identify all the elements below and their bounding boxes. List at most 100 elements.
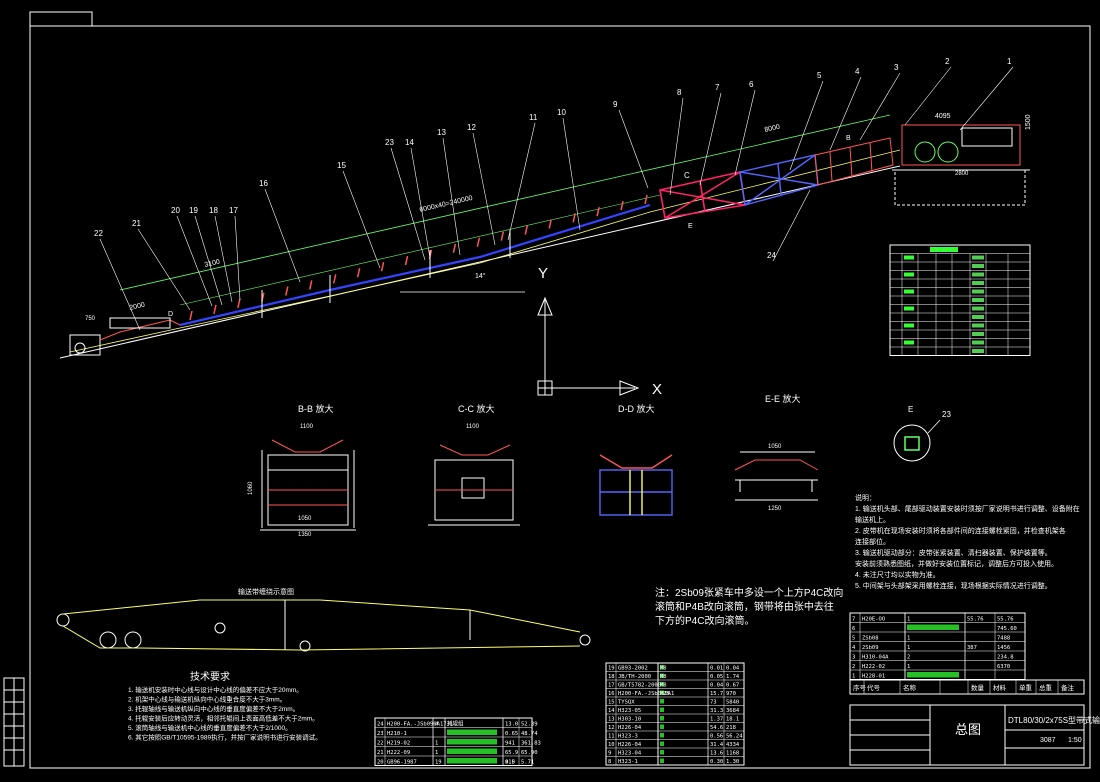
dim-angle: 14° [475, 272, 486, 280]
center-note: 注：2Sb09张紧车中多设一个上方P4C改向 滚筒和P4B改向滚筒，钢带将由张中… [655, 586, 843, 627]
table-cell: 22 [377, 741, 384, 747]
table-cell: H222-02 [862, 664, 885, 670]
callout-leader [507, 122, 536, 241]
dim-tail-len2: 2000 [129, 302, 146, 312]
section-mark-b: B [846, 135, 851, 142]
idler-mark [644, 194, 648, 205]
table-cell: 18 [608, 674, 615, 680]
table-cell: 6370 [997, 664, 1010, 670]
callout-label: 1 [1007, 57, 1012, 66]
truss-red-head [814, 137, 894, 186]
idler-mark [524, 225, 528, 235]
table-cell: 0.04 [710, 683, 724, 689]
table-cell: 14 [608, 708, 615, 714]
table-cell: 361.83 [521, 741, 541, 747]
callout-leader [562, 117, 581, 231]
callout-label: 8 [677, 88, 682, 97]
table-cell: 5.71 [521, 760, 534, 766]
center-note-line-2: 滚筒和P4B改向滚筒，钢带将由张中去往 [655, 600, 834, 613]
callout-label: 5 [817, 71, 822, 80]
dim-incline: 8000 [764, 124, 781, 134]
table-cell: 10 [608, 742, 615, 748]
callout-label: 9 [613, 100, 618, 109]
right-note-line: 1. 输送机头部、尾部驱动装置安装时须按厂家说明书进行调整、设备附在 [855, 504, 1080, 513]
idler-mark [596, 207, 600, 217]
incline-dimension-line-2 [179, 194, 661, 306]
table-cell: H226-04 [618, 742, 642, 748]
idler-mark [452, 243, 457, 254]
table-cell: H303-10 [618, 717, 641, 723]
technical-requirements: 技术要求 1. 输送机安装时中心线与设计中心线的偏差不应大于20mm。2. 机架… [128, 670, 322, 742]
view-bb-h: 1060 [248, 481, 254, 495]
idler-mark [548, 219, 552, 229]
callout-leader [214, 215, 233, 303]
table-cell: 1 [435, 741, 438, 747]
callout-leader [390, 147, 426, 261]
right-notes: 说明：1. 输送机头部、尾部驱动装置安装时须按厂家说明书进行调整、设备附在 输送… [855, 493, 1080, 590]
table-cell: H210-1 [387, 731, 407, 737]
callout-label: 18 [209, 206, 218, 215]
table-cell: 0.30 [710, 759, 723, 765]
table-cell: 0.67 [726, 683, 739, 689]
drawing-frame [29, 11, 1091, 769]
callout-leader [176, 215, 213, 307]
view-ee-wbot: 1250 [768, 506, 782, 512]
view-bb-wtop: 1100 [300, 424, 314, 430]
belt-carry-side [179, 203, 651, 327]
table-cell: GB96-1987 [387, 760, 417, 766]
detail-e-label: E [908, 405, 913, 414]
table-cell: 970 [726, 691, 736, 697]
table-cell: 17 [608, 683, 615, 689]
incline-dimension-line [119, 114, 891, 291]
table-cell: 745.60 [997, 626, 1017, 632]
table-cell: H323-3 [618, 734, 638, 740]
table-cell: 48.74 [521, 731, 538, 737]
idler-mark [404, 255, 409, 266]
callout-leader [789, 80, 824, 171]
idler-mark [285, 286, 289, 296]
table-cell: 31.4 [710, 742, 724, 748]
table-cell: 2 [852, 664, 855, 670]
table-cell: GB/T5782-2000 [618, 683, 661, 689]
table-cell: ZSb08 [862, 636, 879, 642]
view-bb-title: B-B 放大 [298, 403, 334, 414]
callout-leaders [99, 66, 1014, 331]
detail-e-callout: 23 [942, 410, 951, 419]
right-note-line: 2. 皮带机在现场安装时须将各部件间的连接螺栓紧固，并检查机架各 [855, 526, 1066, 535]
table-cell: 1 [852, 674, 855, 680]
callout-label: 21 [132, 219, 141, 228]
table-cell: 19 [608, 666, 615, 672]
title-code: 3087 [1040, 737, 1056, 744]
table-cell: 1 [907, 664, 910, 670]
table-cell: M8 [660, 683, 667, 689]
right-note-line: 连接部位。 [855, 537, 890, 546]
callout-leader [234, 215, 241, 301]
callout-leader [618, 109, 649, 189]
right-note-line: 3. 输送机驱动部分：皮带张紧装置、清扫器装置、保护装置等。 [855, 548, 1052, 557]
table-cell: 13 [608, 717, 615, 723]
view-bb-wmid: 1050 [298, 516, 312, 522]
table-cell: 4334 [726, 742, 740, 748]
table-cell: 65.90 [521, 750, 538, 756]
idler-mark [189, 310, 193, 321]
dim-head-len: 2800 [955, 171, 969, 177]
table-cell: 21 [377, 750, 384, 756]
callout-leader [669, 97, 684, 196]
callout-leader [472, 132, 496, 246]
callout-label: 3 [894, 63, 899, 72]
left-margin-table [3, 677, 25, 767]
title-spec: DTL80/30/2x75S型带式输送机 [1008, 715, 1100, 725]
table-cell: H20E-OO [862, 617, 885, 623]
table-cell: 11 [608, 734, 615, 740]
section-view-bb: B-B 放大 1100 1050 1350 1060 [248, 403, 356, 538]
table-cell: 13.0 [505, 722, 518, 728]
table-cell: 24 [377, 722, 384, 728]
callout-leader [772, 189, 811, 262]
idler-mark [237, 298, 241, 308]
callout-leader [442, 137, 461, 256]
component-table-small [889, 244, 1031, 356]
table-cell: M25 [660, 691, 670, 697]
callout-label: 15 [337, 161, 346, 170]
